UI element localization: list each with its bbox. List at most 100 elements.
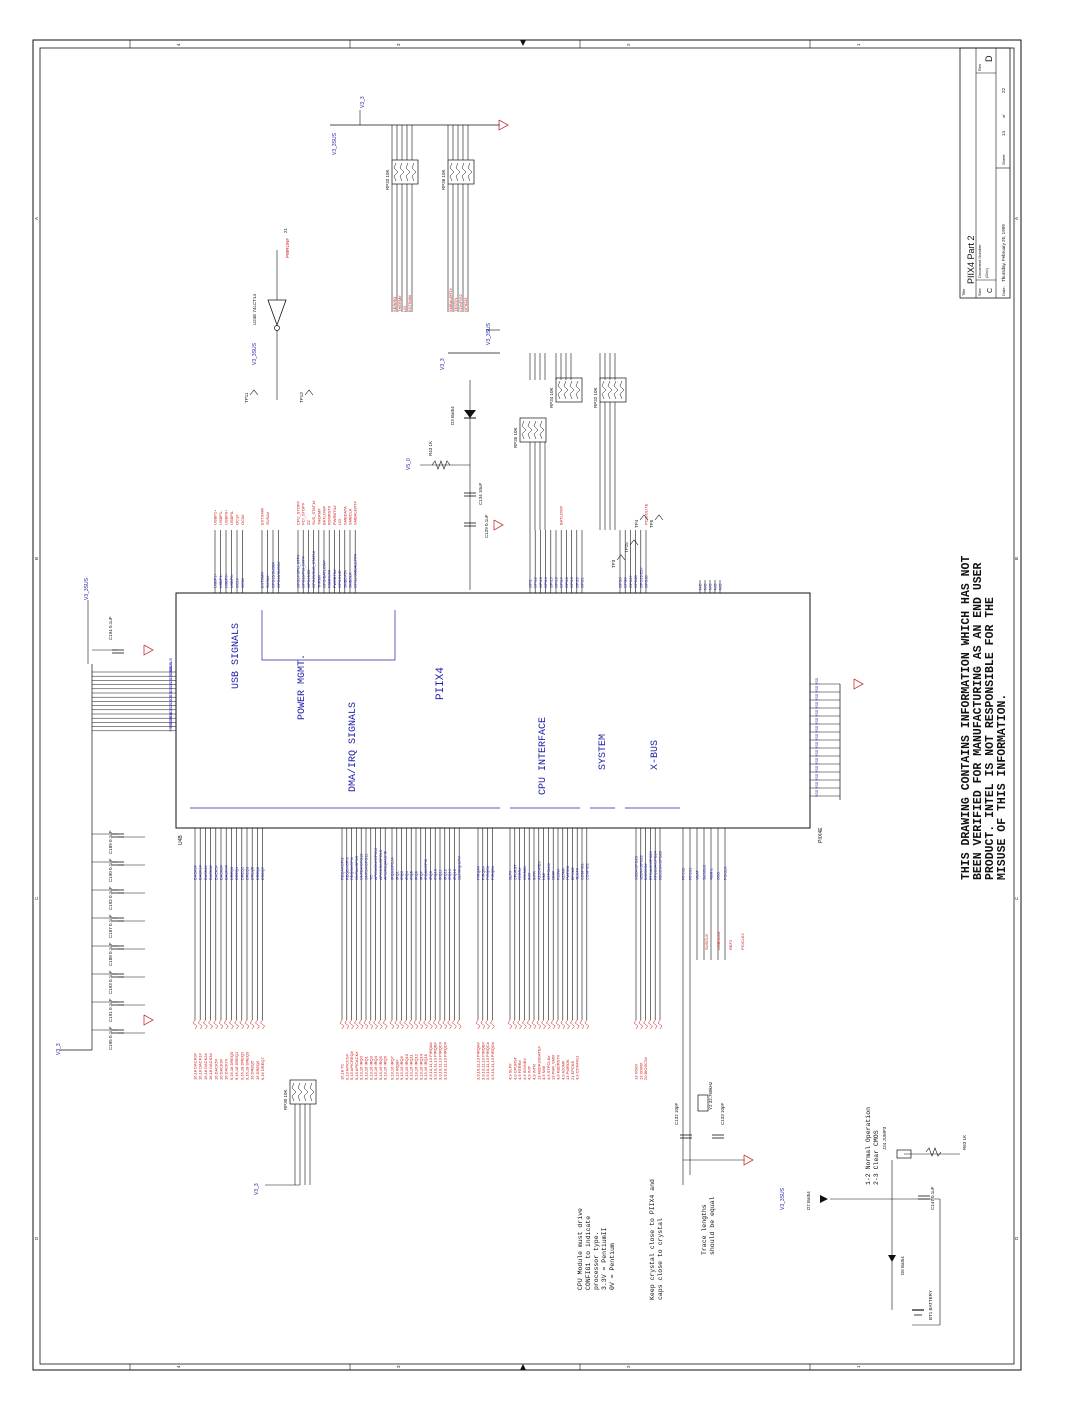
svg-text:CPU Module must drive: CPU Module must drive bbox=[577, 1208, 584, 1290]
pin-name: APICACK#/GPO12 bbox=[374, 848, 378, 881]
net-label-red: 4,9 KBDRST# bbox=[556, 1054, 561, 1080]
rail-label: V3_3 bbox=[360, 96, 366, 108]
testpoint bbox=[304, 389, 314, 396]
rpack-body bbox=[599, 377, 627, 403]
pin-name: CPURST bbox=[513, 864, 517, 880]
net-label-red: 4,9 A20M# bbox=[560, 1060, 565, 1080]
pin-name: SLP# bbox=[509, 870, 513, 880]
rpack-resistor bbox=[607, 380, 613, 400]
testpoint-label: TP5 bbox=[649, 519, 654, 528]
pin-name: OC1# bbox=[236, 577, 240, 588]
pin-name: DACK2# bbox=[204, 864, 208, 880]
gnd-pin: VSS bbox=[815, 677, 819, 685]
svg-text:processor type.: processor type. bbox=[593, 1231, 600, 1290]
net-label-red: EXTSMI# bbox=[260, 507, 265, 525]
notice-line-3: PRODUCT. INTEL IS NOT RESPONSIBLE FOR TH… bbox=[984, 597, 997, 880]
net-label-red: 9,13 APICREQ# bbox=[349, 1050, 354, 1080]
docnum-value: (Doc) bbox=[984, 268, 989, 278]
pin-name: REQB#/GPI3 bbox=[345, 857, 349, 880]
offpage-connector bbox=[339, 1019, 345, 1030]
pin-name: IRQ1 bbox=[395, 871, 399, 880]
pin-name: IRQ4 bbox=[405, 871, 409, 880]
group-brackets bbox=[190, 610, 680, 809]
rpack-label: RP32 10K bbox=[593, 387, 598, 408]
net-label-red: USBP0- bbox=[229, 510, 234, 525]
testpoint-label: TP13 bbox=[299, 392, 304, 403]
pin-name: IRQ9 bbox=[429, 871, 433, 880]
offpage-connector bbox=[354, 1019, 359, 1030]
pin-name: DREQ0 bbox=[230, 867, 234, 880]
net-label-red: 13 PM4_SMI# bbox=[551, 1054, 556, 1080]
offpage-connector bbox=[574, 1019, 580, 1030]
power-pin: VCC bbox=[169, 715, 173, 723]
rail-label: V3_3 bbox=[440, 358, 446, 370]
net-label-red: 9,13,16 IRQ5 bbox=[378, 1055, 383, 1080]
docnum-label: Document Number bbox=[977, 244, 982, 278]
pin-name: STPCLK# bbox=[547, 862, 551, 880]
svg-text:2-3 Clear CMOS: 2-3 Clear CMOS bbox=[873, 1130, 880, 1185]
zone-letter-left: B bbox=[34, 557, 39, 560]
pin-name: GPI12 bbox=[534, 577, 538, 588]
pin-name: GPI21 bbox=[581, 577, 585, 588]
offpage-connector bbox=[192, 1019, 198, 1030]
pin-name: CONFIG2 bbox=[585, 863, 589, 880]
pin-name: USBP0+ bbox=[225, 573, 229, 588]
part-label: C132 10pF bbox=[674, 1102, 679, 1125]
cap-label: C194 0.1uF bbox=[108, 616, 113, 640]
gnd-pin: VSS bbox=[815, 789, 819, 797]
net-label-red: 4,9 SLP# bbox=[508, 1063, 513, 1080]
pin-name: PCICLK bbox=[724, 866, 728, 880]
net-label-red: USBP0+ bbox=[224, 509, 229, 525]
net-label-red: PCIGOLITE bbox=[644, 503, 649, 525]
ground-triangle bbox=[498, 119, 509, 131]
pin-nc: N/C bbox=[704, 583, 708, 590]
pin-name: PIRQB# bbox=[481, 865, 485, 880]
pin-name: 48MHz bbox=[710, 868, 714, 880]
net-label-red: 4,9 STPCLK# bbox=[546, 1055, 551, 1080]
net-label-red: BATLOW# bbox=[322, 505, 327, 525]
zone-number-top: 1 bbox=[856, 43, 861, 46]
net-label-red: 20 BIOSCS# bbox=[643, 1056, 648, 1080]
pin-name: DREQ5 bbox=[251, 867, 255, 880]
title-text: PIIX4 Part 2 bbox=[966, 235, 976, 284]
rpack-resistor bbox=[303, 1082, 309, 1102]
size-value: C bbox=[987, 288, 994, 293]
offpage-connector bbox=[218, 1019, 224, 1030]
rpack-body bbox=[519, 417, 547, 443]
svg-text:SYSTEM: SYSTEM bbox=[598, 734, 609, 770]
rail-label: V3_3SUS bbox=[780, 1187, 786, 1210]
pin-name: GPI14 bbox=[544, 577, 548, 588]
gnd-pin: VSS bbox=[815, 717, 819, 725]
offpage-connector bbox=[485, 1019, 490, 1030]
rpack-body bbox=[555, 377, 583, 403]
offpage-connector bbox=[475, 1019, 481, 1030]
offpage-connector bbox=[490, 1019, 495, 1030]
part-label: C133 10pF bbox=[720, 1102, 725, 1125]
offpage-connector bbox=[197, 1019, 203, 1030]
testpoint-label: TP4 bbox=[634, 519, 639, 528]
notice-line-1: THIS DRAWING CONTAINS INFORMATION WHICH … bbox=[960, 556, 973, 880]
resistor-r43 bbox=[431, 460, 451, 470]
gnd-pin: VSS bbox=[815, 685, 819, 693]
power-pin: VCCRTC bbox=[169, 712, 173, 727]
offpage-connector bbox=[522, 1019, 527, 1030]
net-label-red: 3,9,10,11,13 PIRQD# bbox=[442, 1041, 447, 1080]
offpage-connector bbox=[442, 1019, 448, 1030]
offpage-connector bbox=[229, 1019, 234, 1030]
zone-number-bottom: 2 bbox=[626, 1365, 631, 1368]
offpage-connector bbox=[234, 1019, 239, 1030]
rpack-resistor bbox=[297, 1082, 303, 1102]
title-label: Title bbox=[961, 288, 966, 296]
pin-name: IRQ8#/GPI6 bbox=[424, 859, 428, 880]
pin-name: GPO20/SUS_STAT1# bbox=[312, 550, 316, 588]
testpoint-label: TP3 bbox=[611, 559, 616, 568]
power-pin: VCC bbox=[169, 686, 173, 694]
pin-name: SERIRQ/GPI7 bbox=[458, 856, 462, 880]
net-label-red: 13 XOE# bbox=[634, 1063, 639, 1080]
net-label-red: 9,16,18 DREQ0 bbox=[229, 1051, 234, 1080]
gnd-pin: VSS bbox=[815, 725, 819, 733]
part-label: C129 0.1uF bbox=[484, 514, 489, 538]
offpage-connector bbox=[394, 1019, 400, 1030]
date-label: Date: bbox=[1001, 286, 1006, 296]
